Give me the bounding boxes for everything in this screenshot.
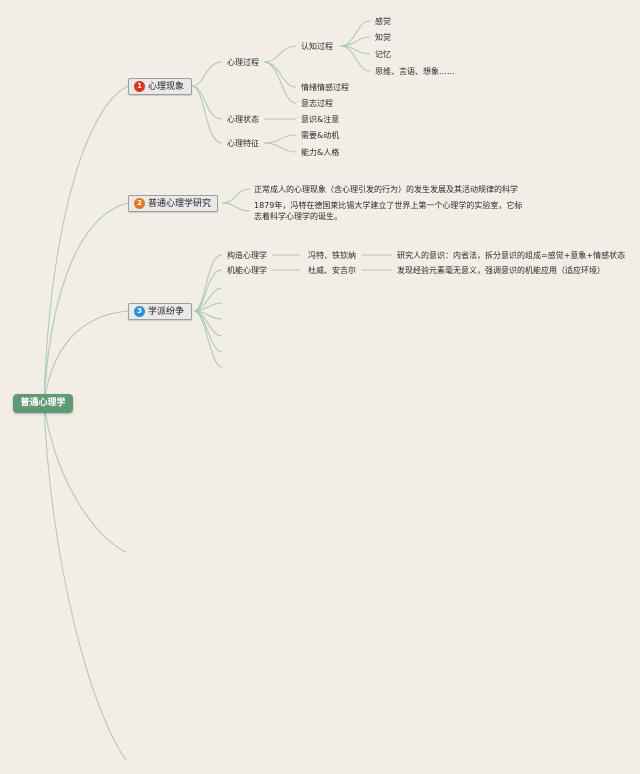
number-badge-1: 1 <box>134 81 145 92</box>
link-schools-e5 <box>193 310 223 353</box>
link-research-history <box>221 202 251 212</box>
node-functionalism-note[interactable]: 发现经验元素毫无意义，强调意识的机能应用（适应环境） <box>397 266 605 275</box>
link-schools-2 <box>193 269 223 312</box>
node-ability-personality[interactable]: 能力&人格 <box>301 148 340 157</box>
link-cognitive-4 <box>339 45 371 72</box>
node-functionalism[interactable]: 机能心理学 <box>227 266 267 275</box>
node-thinking[interactable]: 思维、言语、想象…… <box>375 67 455 76</box>
node-structuralism-note[interactable]: 研究人的意识：内省法，拆分意识的组成=感觉+意象+情感状态 <box>397 251 626 260</box>
root-label: 普通心理学 <box>20 398 66 408</box>
node-functionalism-people[interactable]: 杜威、安吉尔 <box>308 266 356 275</box>
link-root-research <box>43 202 129 404</box>
link-cognitive-2 <box>339 36 371 47</box>
link-research-definition <box>221 188 251 204</box>
link-root-empty-1 <box>43 402 127 553</box>
node-mental-process[interactable]: 心理过程 <box>227 58 259 67</box>
number-badge-2: 2 <box>134 198 145 209</box>
node-sensation[interactable]: 感觉 <box>375 17 391 26</box>
number-badge-3: 3 <box>134 306 145 317</box>
link-phenomena-state <box>191 85 223 120</box>
link-trait-2 <box>263 142 297 153</box>
link-root-phenomena <box>43 85 129 404</box>
link-phenomena-process <box>191 61 223 87</box>
node-mental-trait[interactable]: 心理特征 <box>227 139 259 148</box>
node-consciousness[interactable]: 意识&注意 <box>301 115 340 124</box>
link-process-emotion <box>263 61 297 88</box>
node-structuralism[interactable]: 构造心理学 <box>227 251 267 260</box>
node-research-history[interactable]: 1879年，冯特在德国莱比锡大学建立了世界上第一个心理学的实验室，它标志着科学心… <box>254 201 523 221</box>
node-mental-state[interactable]: 心理状态 <box>227 115 259 124</box>
node-structuralism-people[interactable]: 冯特、铁钦纳 <box>308 251 356 260</box>
node-cognitive-process[interactable]: 认知过程 <box>301 42 333 51</box>
link-root-empty-2 <box>43 402 127 761</box>
link-process-will <box>263 61 297 104</box>
branch-label: 心理现象 <box>148 82 185 92</box>
node-need-motivation[interactable]: 需要&动机 <box>301 131 340 140</box>
link-trait-1 <box>263 134 297 144</box>
branch-label: 普通心理学研究 <box>148 199 212 209</box>
node-emotion-process[interactable]: 情绪情感过程 <box>301 83 349 92</box>
node-perception[interactable]: 知觉 <box>375 33 391 42</box>
link-phenomena-trait <box>191 85 223 144</box>
node-research-definition[interactable]: 正常成人的心理现象（含心理引发的行为）的发生发展及其活动规律的科学 <box>254 185 518 194</box>
link-process-cognitive <box>263 45 297 63</box>
link-root-schools <box>43 310 129 404</box>
branch-label: 学派纷争 <box>148 307 185 317</box>
node-will-process[interactable]: 意志过程 <box>301 99 333 108</box>
node-memory[interactable]: 记忆 <box>375 50 391 59</box>
link-schools-1 <box>193 254 223 312</box>
link-schools-e6 <box>193 310 223 368</box>
root-node[interactable]: 普通心理学 <box>13 394 73 413</box>
